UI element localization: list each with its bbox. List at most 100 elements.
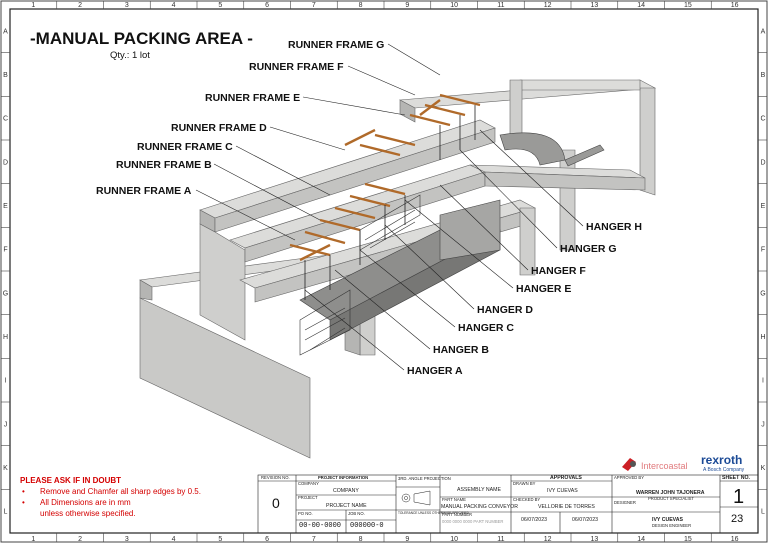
intercoastal-logo: Intercoastal	[622, 458, 688, 471]
job-label: JOB NO.	[348, 511, 365, 516]
runner-frame-b-label: RUNNER FRAME B	[116, 159, 212, 171]
checked-by-label: CHECKED BY	[513, 497, 540, 502]
zone-label-top: 5	[218, 2, 222, 9]
zone-label-left: J	[4, 421, 8, 428]
hanger-e-label: HANGER E	[516, 283, 571, 295]
zone-label-top: 3	[125, 2, 129, 9]
hanger-d-label: HANGER D	[477, 304, 533, 316]
zone-label-left: B	[3, 72, 8, 79]
intercoastal-logo-text: Intercoastal	[641, 461, 688, 471]
zone-label-top: 14	[637, 2, 645, 9]
zone-label-top: 10	[450, 2, 458, 9]
projection-symbol-icon	[401, 490, 431, 506]
runner-frame-g-label: RUNNER FRAME G	[288, 39, 384, 51]
designer-role: DESIGN ENGINEER	[652, 523, 691, 528]
notes-bullet-2: •	[22, 498, 25, 507]
po-label: PO NO.	[298, 511, 313, 516]
zone-label-right: H	[760, 334, 765, 341]
projection-label: 3RD. ANGLE PROJECTION	[398, 476, 451, 481]
zone-label-bottom: 3	[125, 536, 129, 543]
part-number: 0000 0000 0000 PART NUMBER	[442, 519, 503, 524]
zone-label-right: F	[761, 247, 765, 254]
zone-label-left: D	[3, 159, 8, 166]
runner-frame-e-label: RUNNER FRAME E	[205, 92, 300, 104]
zone-label-top: 4	[172, 2, 176, 9]
zone-label-bottom: 7	[312, 536, 316, 543]
zone-label-top: 1	[31, 2, 35, 9]
hanger-g-label: HANGER G	[560, 243, 617, 255]
leader-lines	[195, 43, 584, 371]
rexroth-logo-text: rexroth	[701, 453, 742, 467]
approvals-heading: APPROVALS	[550, 475, 582, 481]
zone-label-right: L	[761, 509, 765, 516]
company-name: COMPANY	[333, 488, 359, 494]
zone-label-bottom: 15	[684, 536, 692, 543]
runner-frame-f-label: RUNNER FRAME F	[249, 61, 344, 73]
runner-frame-a-label: RUNNER FRAME A	[96, 185, 192, 197]
zone-label-right: K	[761, 465, 766, 472]
zone-label-bottom: 8	[359, 536, 363, 543]
runner-frame-d-label: RUNNER FRAME D	[171, 122, 267, 134]
zone-label-left: L	[4, 509, 8, 516]
hanger-c-label: HANGER C	[458, 322, 514, 334]
zone-label-bottom: 16	[731, 536, 739, 543]
approved-by-role: PRODUCT SPECIALIST	[648, 496, 694, 501]
project-label: PROJECT	[298, 495, 318, 500]
zone-label-top: 11	[497, 2, 504, 9]
note-item-3: unless otherwise specified.	[40, 509, 136, 518]
zone-label-left: I	[5, 378, 7, 385]
zone-label-bottom: 11	[497, 536, 504, 543]
zone-label-left: F	[3, 247, 7, 254]
sheet-total: 23	[731, 513, 743, 525]
company-label: COMPANY	[298, 481, 319, 486]
zone-label-right: B	[761, 72, 766, 79]
date-2: 06/07/2023	[572, 517, 598, 523]
quantity-label: Qty.: 1 lot	[110, 50, 150, 61]
part-label: PART NAME	[442, 497, 466, 502]
title-block	[257, 474, 759, 534]
zone-label-top: 16	[731, 2, 739, 9]
zone-label-right: D	[760, 159, 765, 166]
zone-label-top: 13	[590, 2, 598, 9]
rexroth-logo: rexroth A Bosch Company	[701, 453, 745, 473]
project-info-label: PROJECT INFORMATION	[318, 475, 368, 480]
zone-label-left: C	[3, 116, 8, 123]
revision-label: REVISION NO.	[261, 475, 290, 480]
notes-heading: PLEASE ASK IF IN DOUBT	[20, 476, 121, 485]
designer-label: DESIGNER	[614, 500, 636, 505]
po-number: 00-00-0000	[299, 522, 341, 530]
note-item-1: Remove and Chamfer all sharp edges by 0.…	[40, 487, 201, 496]
approved-by-label: APPROVED BY	[614, 475, 644, 480]
drawn-by-name: IVY CUEVAS	[547, 488, 578, 494]
job-number: 000000-0	[350, 522, 384, 530]
zone-label-bottom: 12	[544, 536, 552, 543]
drawn-by-label: DRAWN BY	[513, 481, 536, 486]
zone-label-bottom: 2	[78, 536, 82, 543]
zone-label-top: 8	[359, 2, 363, 9]
project-name: PROJECT NAME	[326, 503, 367, 509]
zone-label-left: H	[3, 334, 8, 341]
zone-label-top: 12	[544, 2, 552, 9]
revision-number: 0	[272, 495, 280, 511]
zone-label-top: 9	[405, 2, 409, 9]
tolerance-label: TOLERANCE UNLESS OTHERWISE SPECIFIED	[398, 511, 470, 515]
zone-label-bottom: 10	[450, 536, 458, 543]
isometric-view	[139, 79, 657, 459]
zone-label-bottom: 9	[405, 536, 409, 543]
zone-label-left: E	[3, 203, 8, 210]
zone-label-bottom: 13	[590, 536, 598, 543]
hanger-b-label: HANGER B	[433, 344, 489, 356]
zone-label-right: I	[762, 378, 764, 385]
hanger-h-label: HANGER H	[586, 221, 642, 233]
hanger-a-label: HANGER A	[407, 365, 463, 377]
sheet-number: 1	[733, 486, 744, 508]
drawing-title: -MANUAL PACKING AREA -	[30, 29, 253, 48]
checked-by-name: VELLORIE DE TORRES	[538, 504, 595, 510]
zone-label-left: K	[3, 465, 8, 472]
part-number-label: PART NUMBER	[442, 512, 472, 517]
runner-frame-c-label: RUNNER FRAME C	[137, 141, 233, 153]
zone-label-bottom: 1	[31, 536, 35, 543]
designer-name: IVY CUEVAS	[652, 517, 683, 523]
part-name: MANUAL PACKING CONVEYOR	[441, 504, 518, 510]
